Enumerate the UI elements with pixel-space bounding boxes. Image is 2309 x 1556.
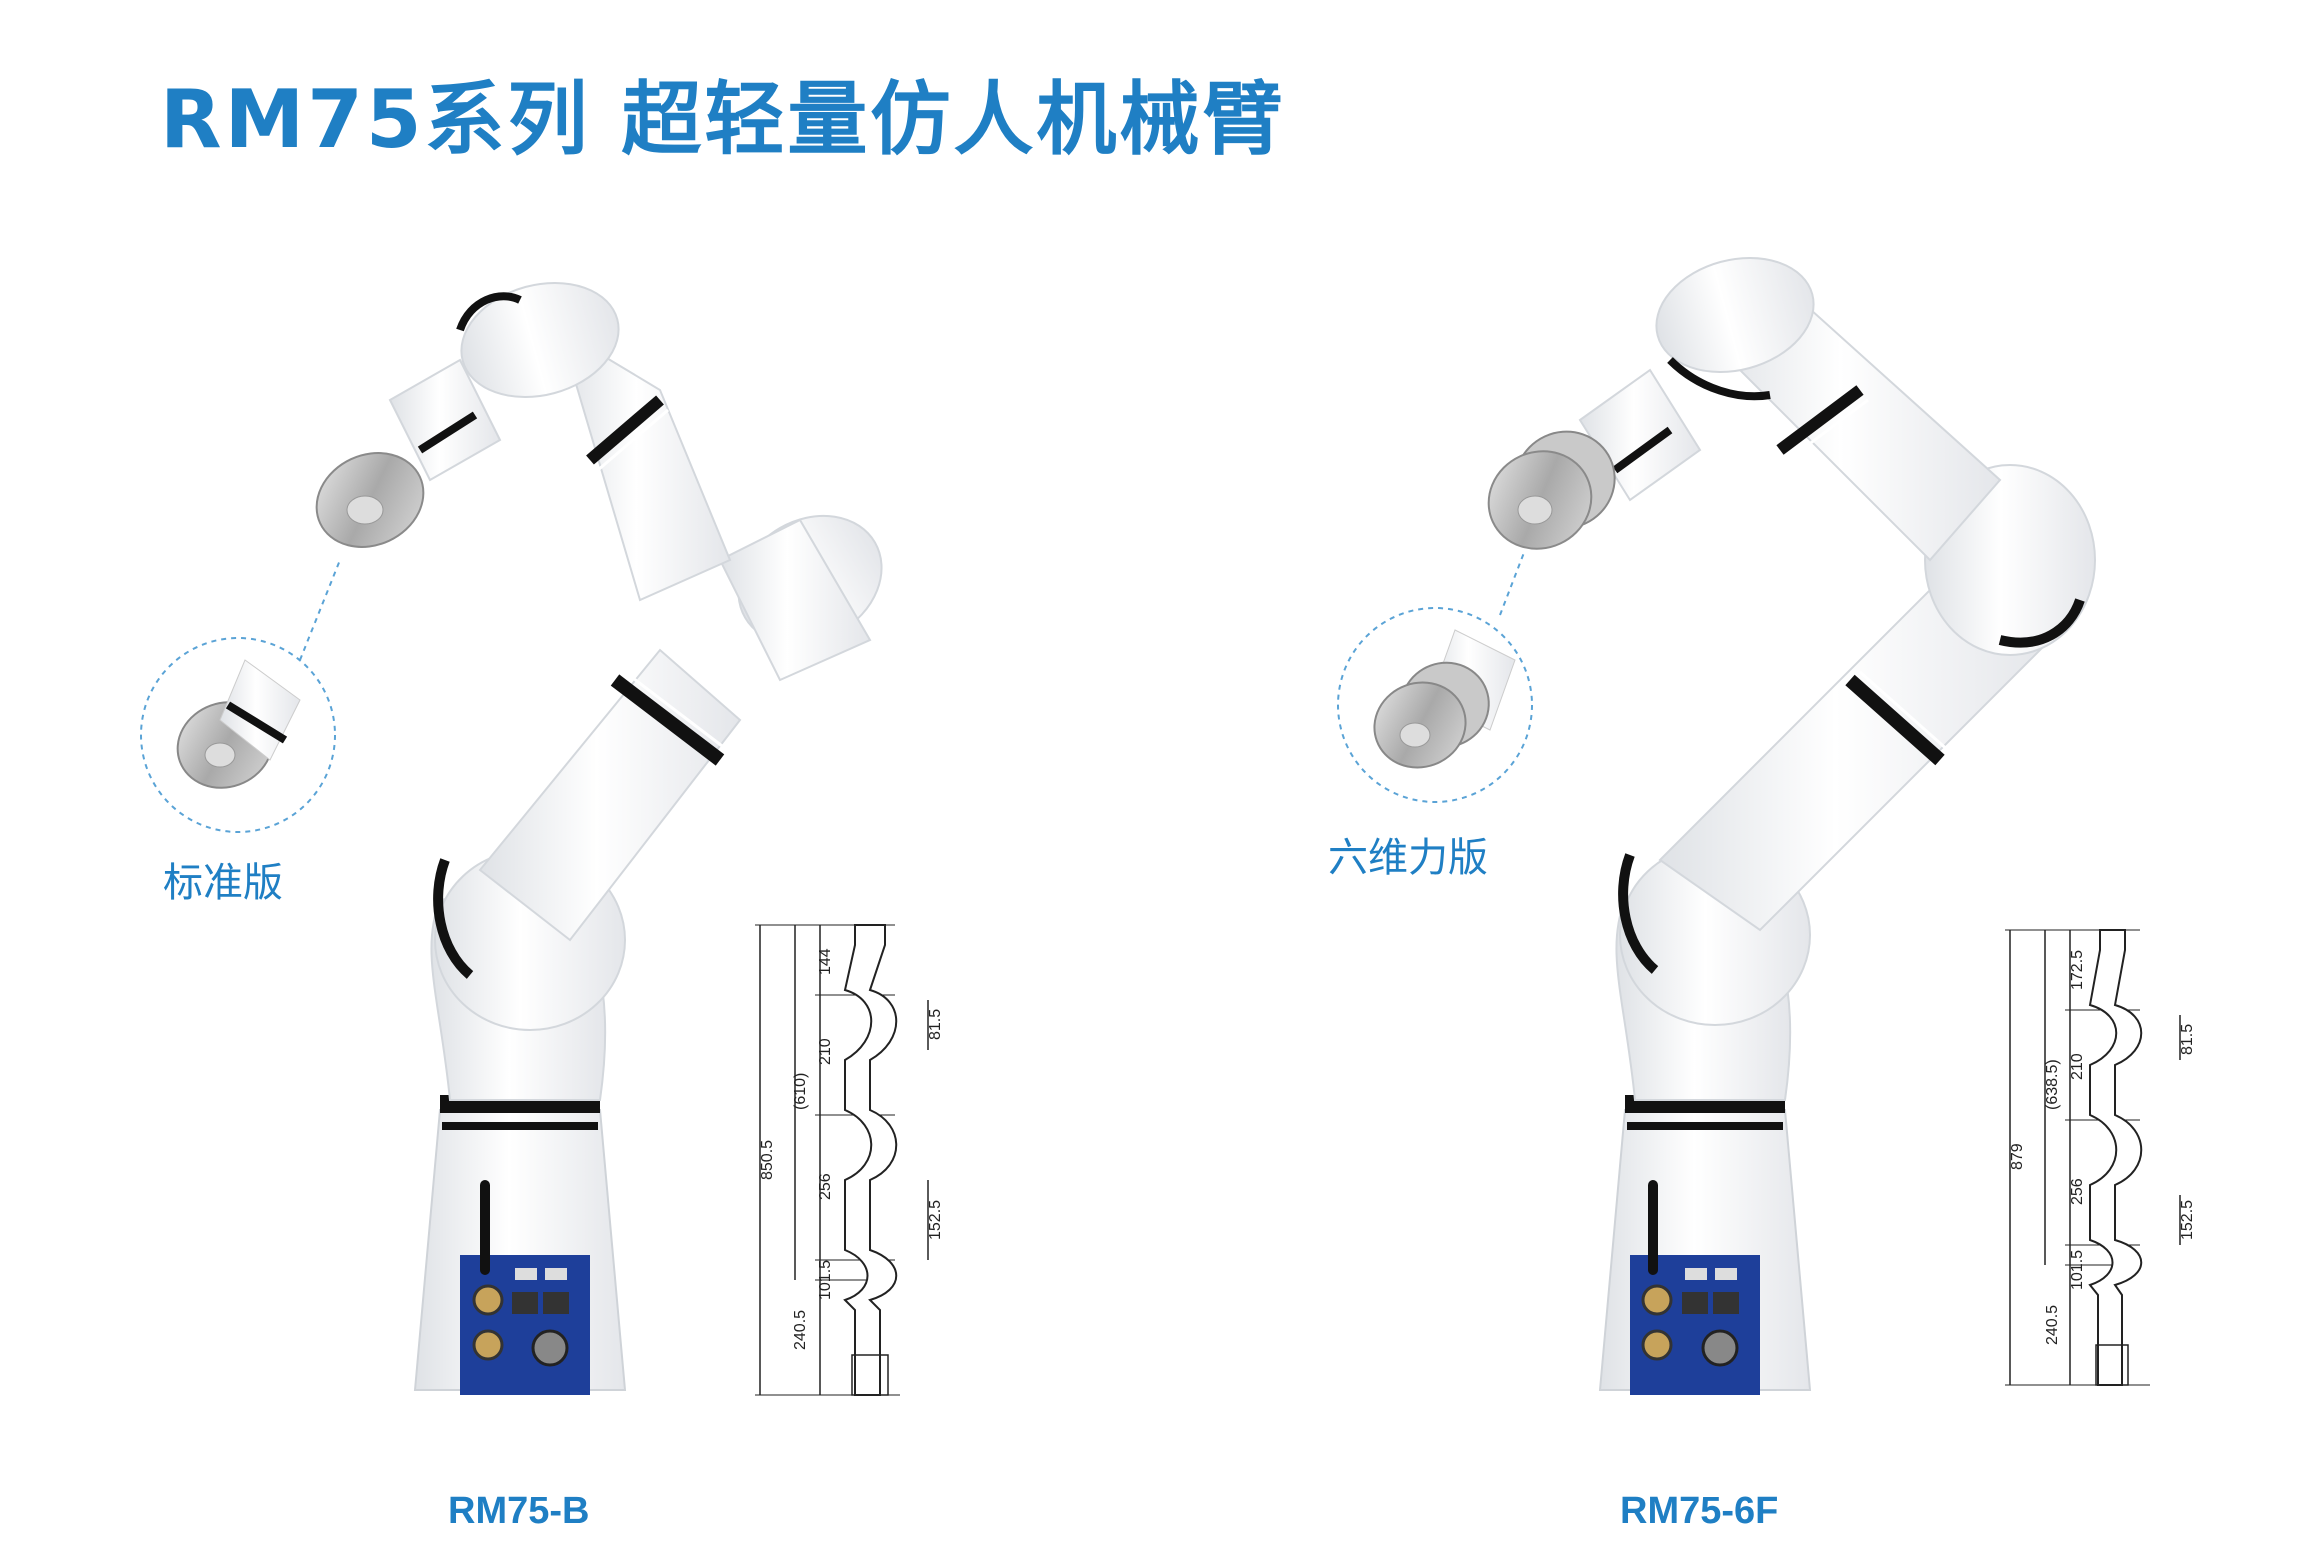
detail-callout-standard — [140, 559, 341, 833]
dim-seg1: 144 — [817, 948, 834, 975]
dim-total: 879 — [2009, 1143, 2026, 1170]
dim-base: 240.5 — [2044, 1305, 2061, 1345]
circular-connector-icon — [1641, 1284, 1673, 1361]
robot-arm-six-axis-force — [1487, 256, 2096, 1395]
dim-seg3: 256 — [2069, 1178, 2086, 1205]
detail-callout-six-axis-force — [1337, 549, 1533, 803]
dim-seg2: 210 — [2069, 1053, 2086, 1080]
dim-seg3: 256 — [817, 1173, 834, 1200]
dim-total: 850.5 — [759, 1140, 776, 1180]
dim-seg4: 101.5 — [2069, 1250, 2086, 1290]
robot-arm-standard — [315, 281, 883, 1395]
ethernet-port-icon — [512, 1292, 569, 1314]
power-button-icon — [1701, 1329, 1739, 1367]
usb-port-icon — [1685, 1268, 1737, 1280]
dim-base: 240.5 — [792, 1310, 809, 1350]
dimension-drawing-standard: 850.5 (610) 144 210 256 101.5 240.5 81.5… — [755, 924, 944, 1396]
page-title: RM75系列 超轻量仿人机械臂 — [160, 73, 1286, 166]
power-button-icon — [531, 1329, 569, 1367]
antenna-icon — [480, 1180, 490, 1275]
dim-offset-upper: 81.5 — [2179, 1024, 2196, 1055]
antenna-icon — [1648, 1180, 1658, 1275]
variant-label-six-axis-force: 六维力版 — [1328, 835, 1488, 881]
circular-connector-icon — [472, 1284, 504, 1361]
model-name-six-axis-force: RM75-6F — [1620, 1490, 1779, 1532]
dim-seg1: 172.5 — [2069, 950, 2086, 990]
dim-seg4: 101.5 — [817, 1260, 834, 1300]
usb-port-icon — [515, 1268, 567, 1280]
dim-offset-lower: 152.5 — [2179, 1200, 2196, 1240]
dim-offset-upper: 81.5 — [927, 1009, 944, 1040]
variant-label-standard: 标准版 — [163, 860, 283, 906]
dim-seg2: 210 — [817, 1038, 834, 1065]
dim-reach: (638.5) — [2044, 1059, 2061, 1110]
dim-reach: (610) — [792, 1073, 809, 1110]
ethernet-port-icon — [1682, 1292, 1739, 1314]
dim-offset-lower: 152.5 — [927, 1200, 944, 1240]
dimension-drawing-six-axis-force: 879 (638.5) 172.5 210 256 101.5 240.5 81… — [2005, 929, 2196, 1386]
model-name-standard: RM75-B — [448, 1490, 590, 1532]
